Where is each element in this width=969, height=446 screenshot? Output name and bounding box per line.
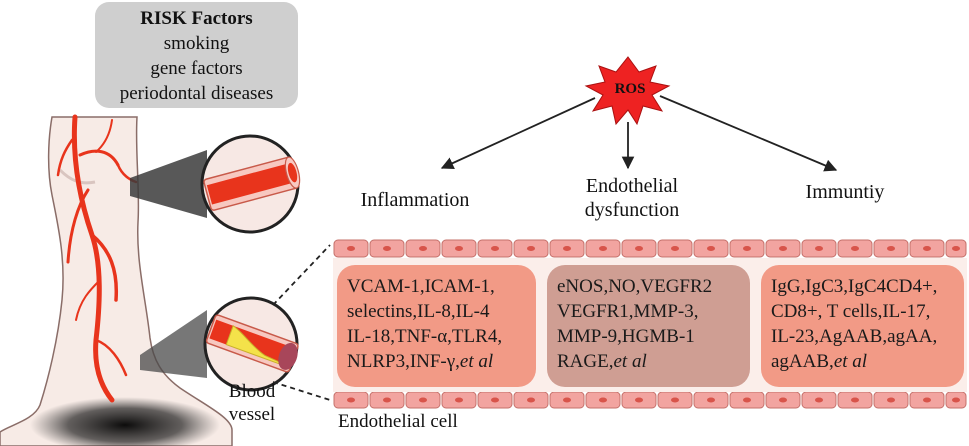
cell-nucleus xyxy=(671,246,679,251)
zoom-line-lower xyxy=(272,381,331,401)
zoom-line-upper xyxy=(272,244,331,306)
endothelial-cell-label: Endothelial cell xyxy=(338,411,458,432)
risk-factor-item: periodontal diseases xyxy=(119,83,274,104)
cell-nucleus xyxy=(779,246,787,251)
panel-line: IgG,IgC3,IgC4CD4+, xyxy=(771,276,938,297)
endothelial-label-line1: Endothelial xyxy=(585,175,679,197)
endothelial-label-line2: dysfunction xyxy=(584,199,680,221)
cell-nucleus xyxy=(383,397,391,403)
cell-nucleus xyxy=(563,397,571,403)
healthy-vessel-circle xyxy=(200,134,301,234)
cell-nucleus xyxy=(383,246,391,251)
panel-line: IL-18,TNF-α,TLR4, xyxy=(347,326,503,347)
cell-nucleus xyxy=(707,246,715,251)
panel-line: agAAB,et al xyxy=(771,349,954,374)
blood-vessel-line2: vessel xyxy=(228,404,276,425)
cell-nucleus xyxy=(563,246,571,251)
zoom-cone-upper xyxy=(130,150,207,218)
endothelial-band-bottom xyxy=(333,391,967,409)
cell-nucleus xyxy=(599,397,607,403)
blood-vessel-line1: Blood xyxy=(228,381,276,402)
diseased-vessel-circle xyxy=(203,296,299,392)
et-al: et al xyxy=(833,351,868,372)
panel-line: selectins,IL-8,IL-4 xyxy=(347,301,490,322)
panel-line: VCAM-1,ICAM-1, xyxy=(347,276,495,297)
risk-factors-box: RISK Factors smoking gene factors period… xyxy=(95,2,298,108)
cell-nucleus xyxy=(851,246,859,251)
immunity-panel: IgG,IgC3,IgC4CD4+, CD8+, T cells,IL-17, … xyxy=(761,265,964,387)
endothelial-panel: eNOS,NO,VEGFR2 VEGFR1,MMP-3, MMP-9,HGMB-… xyxy=(547,265,750,387)
cell-nucleus xyxy=(455,246,463,251)
panel-line: VEGFR1,MMP-3, xyxy=(557,301,699,322)
cell-nucleus xyxy=(707,397,715,403)
risk-factor-item: gene factors xyxy=(150,58,243,79)
cell-nucleus xyxy=(635,397,643,403)
inflammation-label: Inflammation xyxy=(360,189,470,211)
cell-nucleus xyxy=(952,246,960,251)
panel-line: NLRP3,INF-γ,et al xyxy=(347,349,526,374)
cell-nucleus xyxy=(491,246,499,251)
cell-nucleus xyxy=(671,397,679,403)
cell-nucleus xyxy=(527,246,535,251)
et-al: et al xyxy=(613,351,647,372)
ros-star xyxy=(584,56,671,126)
cell-nucleus xyxy=(635,246,643,251)
cell-nucleus xyxy=(952,397,960,403)
panel-line: RAGE,et al xyxy=(557,349,740,374)
cell-nucleus xyxy=(347,397,355,403)
panel-line: CD8+, T cells,IL-17, xyxy=(771,301,931,322)
panel-line: MMP-9,HGMB-1 xyxy=(557,326,695,347)
cell-nucleus xyxy=(743,246,751,251)
blood-vessel-label: Blood vessel xyxy=(212,380,292,426)
ros-label: ROS xyxy=(614,81,646,97)
arrow-to-immunity xyxy=(659,95,838,172)
panel-line-text: RAGE, xyxy=(557,351,614,372)
cell-nucleus xyxy=(347,246,355,251)
cell-nucleus xyxy=(923,246,931,251)
endothelial-dysfunction-label: Endothelial dysfunction xyxy=(562,174,702,222)
cell-nucleus xyxy=(599,246,607,251)
cell-nucleus xyxy=(491,397,499,403)
cell-nucleus xyxy=(815,397,823,403)
leg-illustration xyxy=(0,114,233,446)
cell-nucleus xyxy=(851,397,859,403)
cell-nucleus xyxy=(419,397,427,403)
panel-line: eNOS,NO,VEGFR2 xyxy=(557,276,713,297)
arrow-to-inflammation xyxy=(440,97,596,170)
panel-line-text: NLRP3,INF-γ, xyxy=(347,351,460,372)
inflammation-panel: VCAM-1,ICAM-1, selectins,IL-8,IL-4 IL-18… xyxy=(337,265,536,387)
panel-line: IL-23,AgAAB,agAA, xyxy=(771,326,938,347)
cell-nucleus xyxy=(419,246,427,251)
cell-nucleus xyxy=(815,246,823,251)
endothelial-band-top xyxy=(333,239,967,258)
cell-nucleus xyxy=(887,246,895,251)
foot-shadow xyxy=(30,397,220,446)
cell-nucleus xyxy=(455,397,463,403)
risk-factor-item: smoking xyxy=(163,33,230,54)
cell-nucleus xyxy=(743,397,751,403)
et-al: et al xyxy=(459,351,494,372)
leg-veins xyxy=(56,114,138,403)
cell-nucleus xyxy=(527,397,535,403)
risk-factors-title: RISK Factors xyxy=(140,8,253,29)
immunity-label: Immuntiy xyxy=(805,181,885,203)
panel-line-text: agAAB, xyxy=(771,351,834,372)
cell-nucleus xyxy=(887,397,895,403)
zoom-cone-lower xyxy=(140,310,207,378)
cell-nucleus xyxy=(779,397,787,403)
cell-nucleus xyxy=(923,397,931,403)
